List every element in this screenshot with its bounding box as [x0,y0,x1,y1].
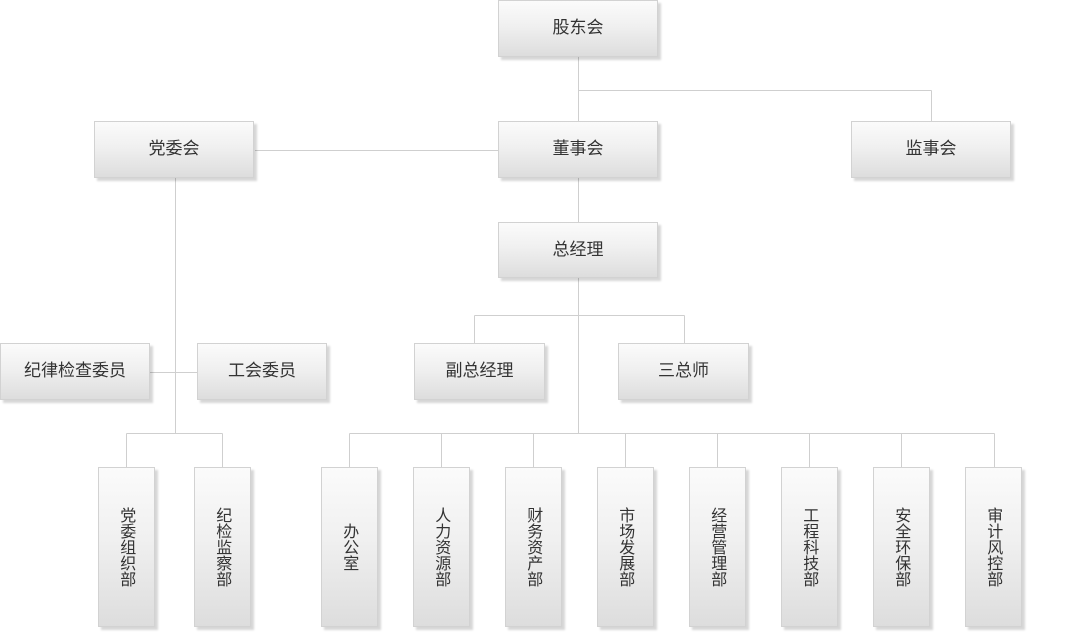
node-shareholders: 股东会 [498,0,658,57]
node-label: 股东会 [552,18,604,39]
node-label: 人力资源部 [432,507,452,587]
node-label: 纪检监察部 [213,507,233,587]
node-operations-dept: 经营管理部 [689,467,746,627]
node-label: 副总经理 [445,361,514,382]
node-label: 党委会 [148,139,200,160]
node-label: 工程科技部 [800,507,820,587]
node-label: 三总师 [658,361,709,382]
node-label: 监事会 [905,139,957,160]
node-deputy-gm: 副总经理 [414,343,545,400]
node-label: 审计风控部 [984,507,1004,587]
node-label: 市场发展部 [616,507,636,587]
node-discipline-dept: 纪检监察部 [194,467,251,627]
node-label: 董事会 [552,139,604,160]
node-label: 工会委员 [228,361,296,382]
node-office: 办公室 [321,467,378,627]
node-label: 安全环保部 [892,507,912,587]
node-audit-dept: 审计风控部 [965,467,1022,627]
node-supervisors: 监事会 [851,121,1011,178]
node-label: 经营管理部 [708,507,728,587]
node-market-dept: 市场发展部 [597,467,654,627]
node-label: 办公室 [340,523,360,571]
node-discipline-committee: 纪律检查委员 [0,343,150,400]
node-label: 纪律检查委员 [24,361,126,382]
node-party-org-dept: 党委组织部 [98,467,155,627]
node-label: 财务资产部 [524,507,544,587]
node-label: 党委组织部 [117,507,137,587]
node-label: 总经理 [552,239,604,260]
node-board: 董事会 [498,121,658,178]
node-party-committee: 党委会 [94,121,254,178]
node-general-manager: 总经理 [498,222,658,278]
node-hr-dept: 人力资源部 [413,467,470,627]
node-finance-dept: 财务资产部 [505,467,562,627]
node-union-committee: 工会委员 [197,343,327,400]
node-safety-dept: 安全环保部 [873,467,930,627]
node-three-chiefs: 三总师 [618,343,749,400]
node-engineering-dept: 工程科技部 [781,467,838,627]
